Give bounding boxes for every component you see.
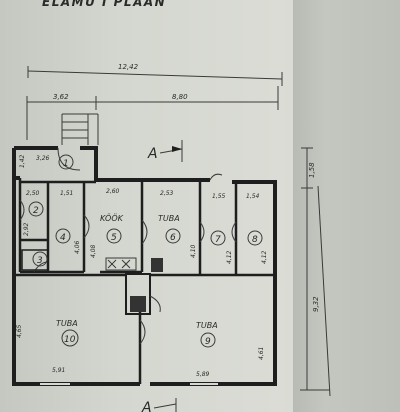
room-6-number: 6 [170, 233, 176, 243]
room-6-name: TUBA [158, 214, 180, 223]
section-label-top: A [147, 146, 158, 162]
room-5-name: KÖÖK [100, 213, 124, 223]
dim-412a: 4,12 [226, 250, 233, 264]
section-marker-top: A [147, 140, 183, 162]
dim-right-width: 8,80 [172, 93, 188, 101]
section-label-bottom: A [141, 400, 152, 412]
walls [12, 146, 277, 386]
dim-408: 4,08 [90, 244, 97, 258]
plan-title: ELAMU I PLAAN [42, 0, 166, 9]
room-names: KÖÖK TUBA TUBA TUBA [56, 213, 218, 330]
room-numbers: 1 2 3 4 5 6 7 8 9 10 [28, 154, 263, 348]
dim-591: 5,91 [52, 367, 65, 374]
room-4-number: 4 [60, 233, 66, 243]
dim-465: 4,65 [16, 324, 23, 338]
room-10-name: TUBA [56, 319, 78, 328]
top-dimensions: 12,42 3,62 8,80 [26, 63, 283, 140]
dim-154: 1,54 [246, 193, 260, 200]
paper-fold [293, 0, 400, 412]
dim-overall-height: 9,32 [312, 296, 320, 312]
room-3-number: 3 [37, 256, 43, 266]
dim-142: 1,42 [19, 154, 26, 168]
dim-253: 2,53 [160, 190, 174, 197]
dim-406: 4,06 [74, 240, 81, 254]
room-2-number: 2 [33, 206, 39, 216]
room-8-number: 8 [252, 235, 258, 245]
room-9-number: 9 [205, 337, 211, 347]
room-7-number: 7 [215, 235, 221, 245]
section-marker-bottom: A [141, 398, 177, 412]
room-9-name: TUBA [196, 321, 218, 330]
dim-250: 2,50 [26, 190, 40, 197]
dim-upper-height: 1,58 [308, 162, 316, 178]
entrance-steps [61, 113, 99, 145]
dim-412b: 4,12 [261, 250, 268, 264]
room-dimensions: 1,42 3,26 2,50 1,51 2,60 2,53 1,55 1,54 … [16, 154, 268, 378]
dim-589: 5,89 [196, 371, 210, 378]
dim-410: 4,10 [190, 244, 197, 258]
dim-left-width: 3,62 [53, 93, 69, 101]
dim-292: 2,92 [23, 222, 30, 236]
dim-155: 1,55 [212, 193, 226, 200]
room-1-number: 1 [63, 159, 69, 169]
dim-151: 1,51 [60, 190, 73, 197]
dim-260: 2,60 [106, 188, 120, 195]
dim-461: 4,61 [258, 347, 265, 360]
right-dimensions: 1,58 9,32 [300, 147, 331, 397]
dim-overall-width: 12,42 [118, 63, 139, 71]
room-10-number: 10 [64, 335, 76, 345]
dim-326: 3,26 [36, 155, 50, 162]
room-5-number: 5 [111, 233, 117, 243]
